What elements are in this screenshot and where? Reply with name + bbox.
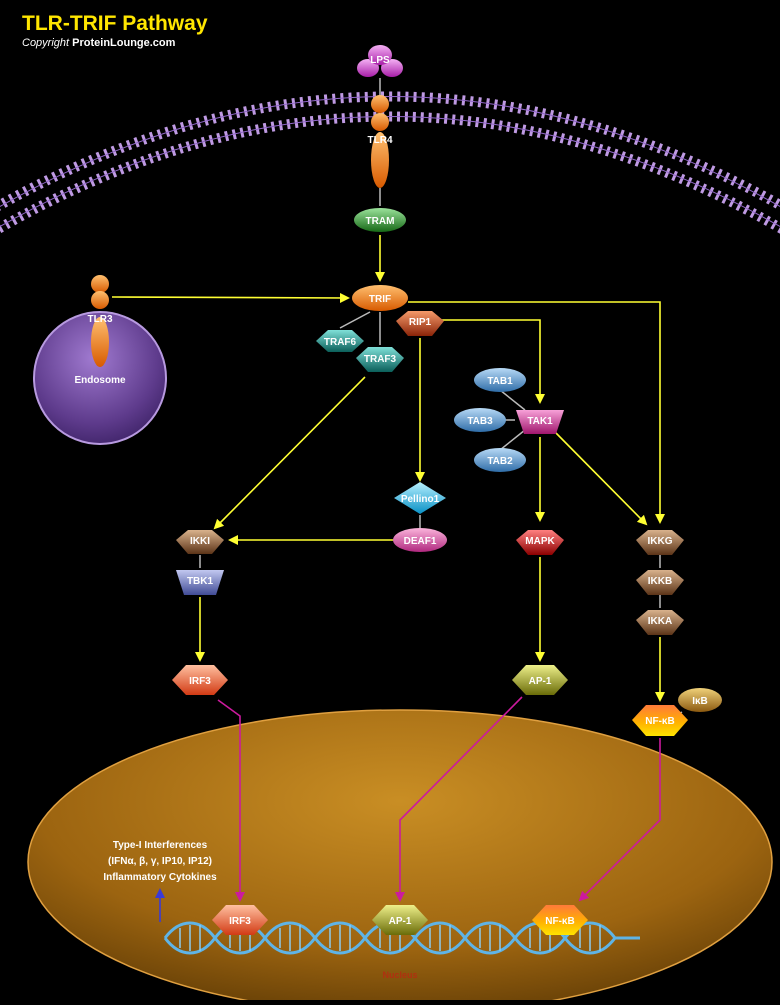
tab3-node[interactable]: TAB3 xyxy=(454,408,506,432)
ikka-label: IKKA xyxy=(648,616,672,627)
page-title: TLR-TRIF Pathway xyxy=(22,12,208,35)
output-line-1: Type-I Interferences xyxy=(113,840,208,851)
tram-node[interactable]: TRAM xyxy=(354,208,406,232)
nfkb-nuclear-node[interactable]: NF-κB xyxy=(532,905,588,935)
nucleus-label: Nucleus xyxy=(382,970,417,980)
tab3-label: TAB3 xyxy=(467,416,493,427)
ap1-nuclear-label: AP-1 xyxy=(389,916,412,927)
plasma-membrane xyxy=(0,91,780,234)
ap1-label: AP-1 xyxy=(529,676,552,687)
ikka-node[interactable]: IKKA xyxy=(636,610,684,635)
pellino1-node[interactable]: Pellino1 xyxy=(394,482,446,514)
deaf1-node[interactable]: DEAF1 xyxy=(393,528,447,552)
trif-label: TRIF xyxy=(369,294,391,305)
copyright-notice: Copyright ProteinLounge.com xyxy=(22,37,175,49)
output-line-2: (IFNα, β, γ, IP10, IP12) xyxy=(108,856,212,867)
ikkg-label: IKKG xyxy=(648,536,673,547)
ap1-nuclear-node[interactable]: AP-1 xyxy=(372,905,428,935)
tram-label: TRAM xyxy=(366,216,395,227)
ikki-label: IKKI xyxy=(190,536,210,547)
rip1-node[interactable]: RIP1 xyxy=(396,311,444,336)
rip1-label: RIP1 xyxy=(409,317,432,328)
copyright-label: Copyright xyxy=(22,37,70,49)
tak1-node[interactable]: TAK1 xyxy=(516,410,564,434)
ikki-node[interactable]: IKKI xyxy=(176,530,224,554)
copyright-site: ProteinLounge.com xyxy=(72,37,176,49)
endosome-label: Endosome xyxy=(74,375,126,386)
tab1-node[interactable]: TAB1 xyxy=(474,368,526,392)
tab1-label: TAB1 xyxy=(487,376,513,387)
activation-arrows xyxy=(111,235,665,702)
deaf1-label: DEAF1 xyxy=(404,536,437,547)
endosome xyxy=(33,311,167,445)
output-line-3: Inflammatory Cytokines xyxy=(103,872,217,883)
tlr3-label: TLR3 xyxy=(88,314,113,325)
translocation-arrows xyxy=(217,696,661,902)
irf3-label: IRF3 xyxy=(189,676,211,687)
tlr3-receptor[interactable]: TLR3 xyxy=(88,275,113,367)
traf6-node[interactable]: TRAF6 xyxy=(316,330,364,352)
tlr4-label: TLR4 xyxy=(368,135,393,146)
ap1-node[interactable]: AP-1 xyxy=(512,665,568,695)
pellino1-label: Pellino1 xyxy=(401,494,440,505)
tab2-label: TAB2 xyxy=(487,456,513,467)
traf6-label: TRAF6 xyxy=(324,337,357,348)
ikkb-node[interactable]: IKKB xyxy=(636,570,684,595)
ikkg-node[interactable]: IKKG xyxy=(636,530,684,555)
tlr4-receptor[interactable]: TLR4 xyxy=(368,95,393,188)
irf3-nuclear-node[interactable]: IRF3 xyxy=(212,905,268,935)
mapk-node[interactable]: MAPK xyxy=(516,530,564,555)
nfkb-nuclear-label: NF-κB xyxy=(545,916,574,927)
binding-lines xyxy=(199,78,683,719)
trif-node[interactable]: TRIF xyxy=(352,285,408,311)
irf3-node[interactable]: IRF3 xyxy=(172,665,228,695)
tak1-label: TAK1 xyxy=(527,416,553,427)
lps-label: LPS xyxy=(370,55,390,66)
mapk-label: MAPK xyxy=(525,536,555,547)
ikb-node[interactable]: IκB xyxy=(678,688,722,712)
tbk1-node[interactable]: TBK1 xyxy=(176,570,224,595)
traf3-label: TRAF3 xyxy=(364,354,397,365)
ikb-label: IκB xyxy=(692,696,708,707)
tab2-node[interactable]: TAB2 xyxy=(474,448,526,472)
traf3-node[interactable]: TRAF3 xyxy=(356,347,404,372)
nfkb-label: NF-κB xyxy=(645,716,674,727)
irf3-nuclear-label: IRF3 xyxy=(229,916,251,927)
tbk1-label: TBK1 xyxy=(187,576,214,587)
nfkb-node[interactable]: NF-κB xyxy=(632,705,688,736)
ikkb-label: IKKB xyxy=(648,576,672,587)
lps-node[interactable]: LPS xyxy=(357,45,403,77)
